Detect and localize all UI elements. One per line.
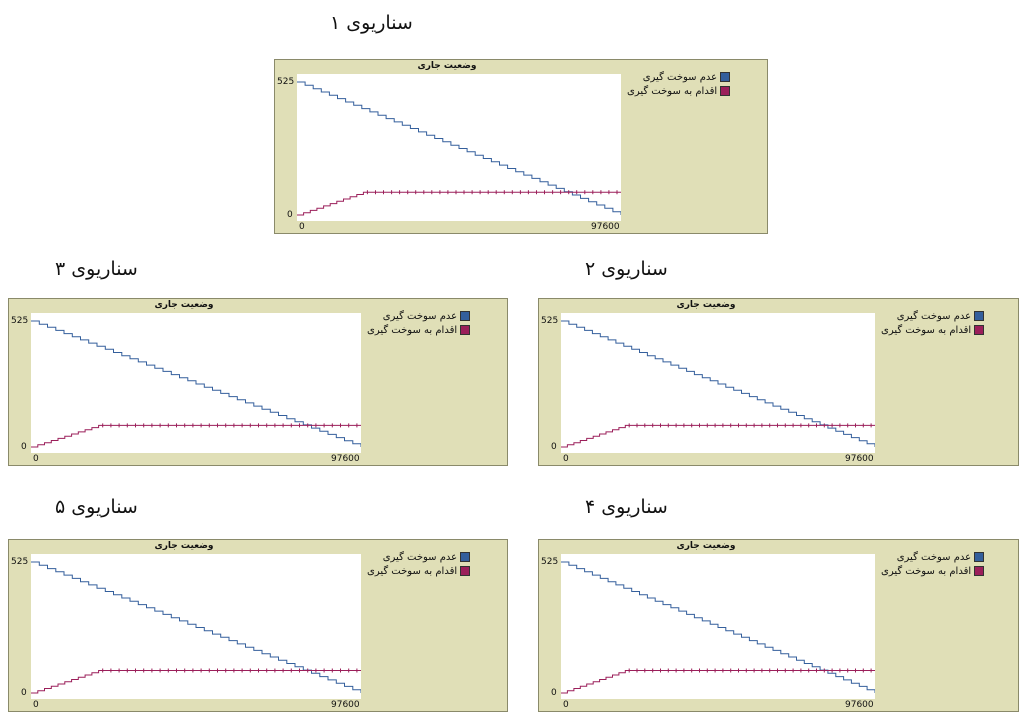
legend-item: عدم سوخت گیری — [881, 309, 985, 323]
plot-title: وضعیت جاری — [154, 300, 214, 310]
legend: عدم سوخت گیری اقدام به سوخت گیری — [881, 309, 985, 337]
plot-area — [297, 74, 621, 221]
plot-svg — [561, 320, 875, 448]
plot-area — [561, 554, 875, 699]
x-tick-max: 97600 — [591, 222, 620, 232]
series-line-refuel — [561, 670, 875, 694]
legend-label: اقدام به سوخت گیری — [881, 324, 972, 336]
y-tick-max: 525 — [541, 316, 559, 326]
scenario-5-label: سناریوی ۵ — [55, 496, 138, 518]
y-tick-max: 525 — [11, 316, 29, 326]
y-tick-min: 0 — [21, 688, 27, 698]
series-line-refuel — [31, 424, 361, 448]
legend-label: عدم سوخت گیری — [382, 551, 458, 563]
scenario-2-label: سناریوی ۲ — [585, 258, 668, 280]
legend-swatch — [460, 311, 471, 321]
series-line-no-refuel — [297, 81, 621, 215]
plot-svg — [31, 320, 361, 448]
legend: عدم سوخت گیری اقدام به سوخت گیری — [627, 70, 731, 98]
legend-swatch — [720, 72, 731, 82]
x-tick-max: 97600 — [331, 700, 360, 710]
y-tick-min: 0 — [21, 442, 27, 452]
legend-swatch — [974, 311, 985, 321]
plot-title: وضعیت جاری — [154, 541, 214, 551]
legend-item: اقدام به سوخت گیری — [367, 323, 471, 337]
y-tick-min: 0 — [551, 688, 557, 698]
legend-swatch — [460, 552, 471, 562]
y-tick-max: 525 — [277, 77, 295, 87]
legend-label: اقدام به سوخت گیری — [627, 85, 718, 97]
series-line-no-refuel — [561, 561, 875, 693]
plot-svg — [297, 81, 621, 216]
legend-swatch — [460, 325, 471, 335]
scenario-4-label: سناریوی ۴ — [585, 496, 668, 518]
plot-area — [31, 313, 361, 453]
series-line-refuel — [561, 424, 875, 448]
plot-title: وضعیت جاری — [417, 61, 477, 71]
legend-item: عدم سوخت گیری — [881, 550, 985, 564]
y-tick-max: 525 — [11, 557, 29, 567]
legend-label: عدم سوخت گیری — [896, 310, 972, 322]
legend-label: عدم سوخت گیری — [382, 310, 458, 322]
legend-label: عدم سوخت گیری — [642, 71, 718, 83]
x-tick-max: 97600 — [845, 700, 874, 710]
x-tick-min: 0 — [33, 700, 39, 710]
legend-swatch — [974, 325, 985, 335]
legend-label: اقدام به سوخت گیری — [367, 324, 458, 336]
legend-swatch — [720, 86, 731, 96]
series-line-no-refuel — [31, 561, 361, 693]
y-tick-min: 0 — [551, 442, 557, 452]
x-tick-min: 0 — [563, 700, 569, 710]
x-tick-min: 0 — [299, 222, 305, 232]
scenario-3-label: سناریوی ۳ — [55, 258, 138, 280]
y-tick-min: 0 — [287, 210, 293, 220]
plot-svg — [561, 561, 875, 694]
scenario-1-label: سناریوی ۱ — [330, 12, 413, 34]
legend: عدم سوخت گیری اقدام به سوخت گیری — [367, 309, 471, 337]
legend-item: اقدام به سوخت گیری — [627, 84, 731, 98]
x-tick-max: 97600 — [331, 454, 360, 464]
legend-swatch — [460, 566, 471, 576]
legend-label: اقدام به سوخت گیری — [367, 565, 458, 577]
legend-item: عدم سوخت گیری — [367, 550, 471, 564]
legend: عدم سوخت گیری اقدام به سوخت گیری — [367, 550, 471, 578]
series-line-no-refuel — [561, 320, 875, 447]
x-tick-min: 0 — [33, 454, 39, 464]
legend-item: اقدام به سوخت گیری — [881, 323, 985, 337]
series-line-no-refuel — [31, 320, 361, 447]
x-tick-max: 97600 — [845, 454, 874, 464]
legend: عدم سوخت گیری اقدام به سوخت گیری — [881, 550, 985, 578]
legend-item: اقدام به سوخت گیری — [881, 564, 985, 578]
plot-title: وضعیت جاری — [676, 541, 736, 551]
y-tick-max: 525 — [541, 557, 559, 567]
legend-item: اقدام به سوخت گیری — [367, 564, 471, 578]
legend-item: عدم سوخت گیری — [627, 70, 731, 84]
plot-area — [561, 313, 875, 453]
series-line-refuel — [297, 191, 621, 216]
legend-label: عدم سوخت گیری — [896, 551, 972, 563]
plot-title: وضعیت جاری — [676, 300, 736, 310]
x-tick-min: 0 — [563, 454, 569, 464]
series-line-refuel — [31, 670, 361, 694]
plot-svg — [31, 561, 361, 694]
legend-swatch — [974, 552, 985, 562]
legend-swatch — [974, 566, 985, 576]
legend-item: عدم سوخت گیری — [367, 309, 471, 323]
legend-label: اقدام به سوخت گیری — [881, 565, 972, 577]
plot-area — [31, 554, 361, 699]
